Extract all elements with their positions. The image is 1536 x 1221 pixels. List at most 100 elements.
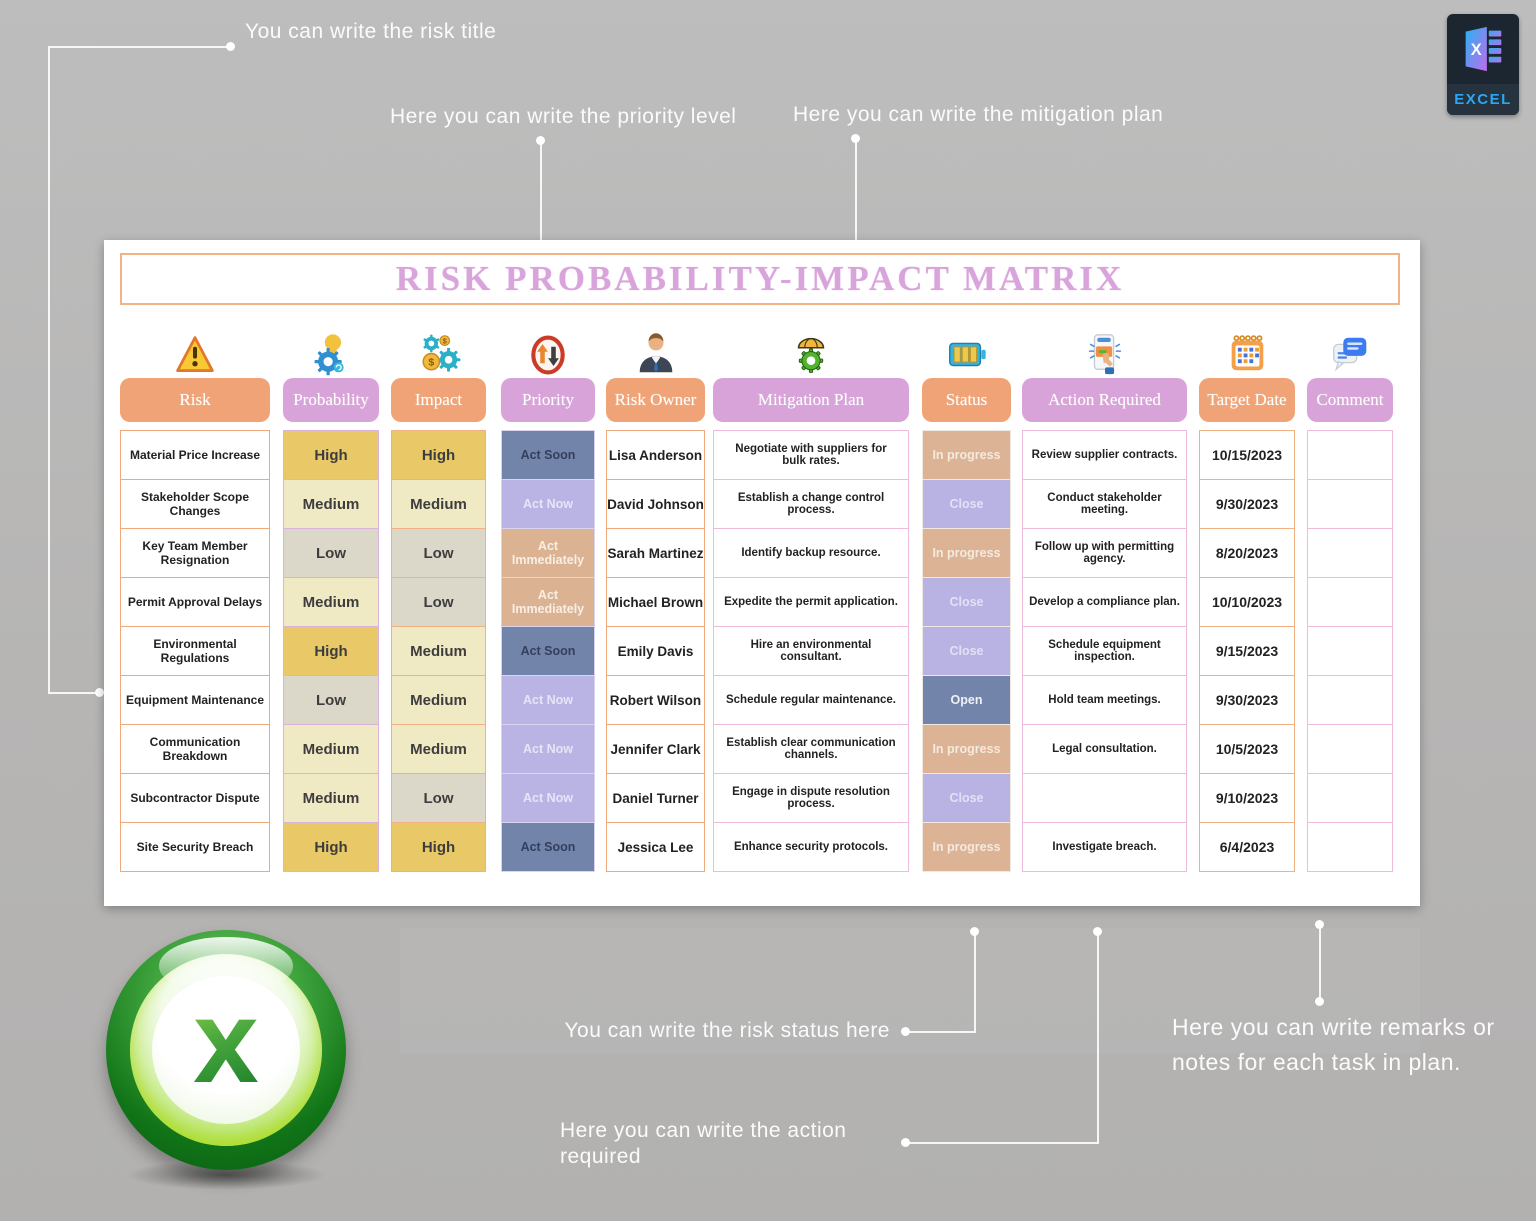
cell-comment[interactable] (1307, 724, 1393, 774)
cell-impact[interactable]: Medium (391, 626, 486, 676)
cell-status[interactable]: Close (922, 773, 1011, 823)
cell-impact[interactable]: High (391, 822, 486, 872)
cell-action[interactable]: Follow up with permitting agency. (1022, 528, 1187, 578)
cell-target[interactable]: 6/4/2023 (1199, 822, 1295, 872)
cell-impact[interactable]: Medium (391, 479, 486, 529)
cell-risk[interactable]: Stakeholder Scope Changes (120, 479, 270, 529)
cell-action[interactable]: Hold team meetings. (1022, 675, 1187, 725)
cell-risk[interactable]: Material Price Increase (120, 430, 270, 480)
cell-owner[interactable]: David Johnson (606, 479, 705, 529)
cell-action[interactable]: Schedule equipment inspection. (1022, 626, 1187, 676)
cell-probability[interactable]: Medium (283, 724, 379, 774)
cell-risk[interactable]: Environmental Regulations (120, 626, 270, 676)
cell-risk[interactable]: Subcontractor Dispute (120, 773, 270, 823)
cell-probability[interactable]: Low (283, 528, 379, 578)
cell-priority[interactable]: Act Soon (501, 822, 595, 872)
cell-comment[interactable] (1307, 675, 1393, 725)
cell-risk[interactable]: Equipment Maintenance (120, 675, 270, 725)
orb-gloss (158, 937, 294, 995)
cell-status[interactable]: In progress (922, 822, 1011, 872)
cell-action[interactable]: Investigate breach. (1022, 822, 1187, 872)
cell-status[interactable]: In progress (922, 528, 1011, 578)
cell-target[interactable]: 10/10/2023 (1199, 577, 1295, 627)
cell-status[interactable]: In progress (922, 724, 1011, 774)
cell-priority[interactable]: Act Now (501, 773, 595, 823)
cell-status[interactable]: Close (922, 479, 1011, 529)
cell-owner[interactable]: Daniel Turner (606, 773, 705, 823)
cell-mitigation[interactable]: Negotiate with suppliers for bulk rates. (713, 430, 909, 480)
cell-mitigation[interactable]: Hire an environmental consultant. (713, 626, 909, 676)
cell-probability[interactable]: High (283, 822, 379, 872)
cell-comment[interactable] (1307, 773, 1393, 823)
cell-risk[interactable]: Permit Approval Delays (120, 577, 270, 627)
cell-risk[interactable]: Key Team Member Resignation (120, 528, 270, 578)
cell-target[interactable]: 8/20/2023 (1199, 528, 1295, 578)
cell-comment[interactable] (1307, 577, 1393, 627)
cell-target[interactable]: 9/15/2023 (1199, 626, 1295, 676)
cell-comment[interactable] (1307, 430, 1393, 480)
cell-priority[interactable]: Act Now (501, 675, 595, 725)
cell-mitigation[interactable]: Expedite the permit application. (713, 577, 909, 627)
cell-probability[interactable]: High (283, 430, 379, 480)
cell-probability[interactable]: High (283, 626, 379, 676)
cell-impact[interactable]: Low (391, 528, 486, 578)
cell-probability[interactable]: Medium (283, 773, 379, 823)
cell-risk[interactable]: Site Security Breach (120, 822, 270, 872)
annotation-remarks: Here you can write remarks or notes for … (1172, 1014, 1495, 1075)
cell-comment[interactable] (1307, 626, 1393, 676)
cell-action[interactable]: Conduct stakeholder meeting. (1022, 479, 1187, 529)
cell-impact[interactable]: Low (391, 773, 486, 823)
cell-owner[interactable]: Michael Brown (606, 577, 705, 627)
cell-action[interactable] (1022, 773, 1187, 823)
cell-owner[interactable]: Jennifer Clark (606, 724, 705, 774)
cell-comment[interactable] (1307, 822, 1393, 872)
cell-status[interactable]: Open (922, 675, 1011, 725)
cell-mitigation[interactable]: Enhance security protocols. (713, 822, 909, 872)
cell-owner[interactable]: Robert Wilson (606, 675, 705, 725)
callout-line (1319, 925, 1321, 1002)
cell-owner[interactable]: Jessica Lee (606, 822, 705, 872)
cell-impact[interactable]: High (391, 430, 486, 480)
callout-line (974, 931, 976, 1033)
cell-action[interactable]: Review supplier contracts. (1022, 430, 1187, 480)
cell-priority[interactable]: Act Now (501, 724, 595, 774)
cell-status[interactable]: Close (922, 577, 1011, 627)
cell-status[interactable]: Close (922, 626, 1011, 676)
cell-target[interactable]: 9/10/2023 (1199, 773, 1295, 823)
background-sheen (400, 928, 1420, 1054)
cell-mitigation[interactable]: Engage in dispute resolution process. (713, 773, 909, 823)
cell-impact[interactable]: Medium (391, 675, 486, 725)
cell-owner[interactable]: Emily Davis (606, 626, 705, 676)
cells-comment (1307, 430, 1393, 872)
cell-mitigation[interactable]: Establish a change control process. (713, 479, 909, 529)
cell-mitigation[interactable]: Establish clear communication channels. (713, 724, 909, 774)
cell-priority[interactable]: Act Now (501, 479, 595, 529)
cell-target[interactable]: 9/30/2023 (1199, 479, 1295, 529)
cell-comment[interactable] (1307, 479, 1393, 529)
cell-mitigation[interactable]: Identify backup resource. (713, 528, 909, 578)
cell-impact[interactable]: Medium (391, 724, 486, 774)
cell-priority[interactable]: Act Immediately (501, 577, 595, 627)
cell-owner[interactable]: Sarah Martinez (606, 528, 705, 578)
cell-target[interactable]: 10/15/2023 (1199, 430, 1295, 480)
cell-probability[interactable]: Medium (283, 479, 379, 529)
cell-risk[interactable]: Communication Breakdown (120, 724, 270, 774)
cell-priority[interactable]: Act Soon (501, 430, 595, 480)
cell-mitigation[interactable]: Schedule regular maintenance. (713, 675, 909, 725)
priority-sign-icon (501, 318, 595, 378)
cell-action[interactable]: Develop a compliance plan. (1022, 577, 1187, 627)
cell-action[interactable]: Legal consultation. (1022, 724, 1187, 774)
cell-probability[interactable]: Low (283, 675, 379, 725)
cell-priority[interactable]: Act Soon (501, 626, 595, 676)
cell-comment[interactable] (1307, 528, 1393, 578)
excel-badge: X EXCEL (1447, 14, 1519, 115)
cell-owner[interactable]: Lisa Anderson (606, 430, 705, 480)
cell-target[interactable]: 9/30/2023 (1199, 675, 1295, 725)
cell-target[interactable]: 10/5/2023 (1199, 724, 1295, 774)
cell-probability[interactable]: Medium (283, 577, 379, 627)
cell-status[interactable]: In progress (922, 430, 1011, 480)
cell-priority[interactable]: Act Immediately (501, 528, 595, 578)
cell-impact[interactable]: Low (391, 577, 486, 627)
